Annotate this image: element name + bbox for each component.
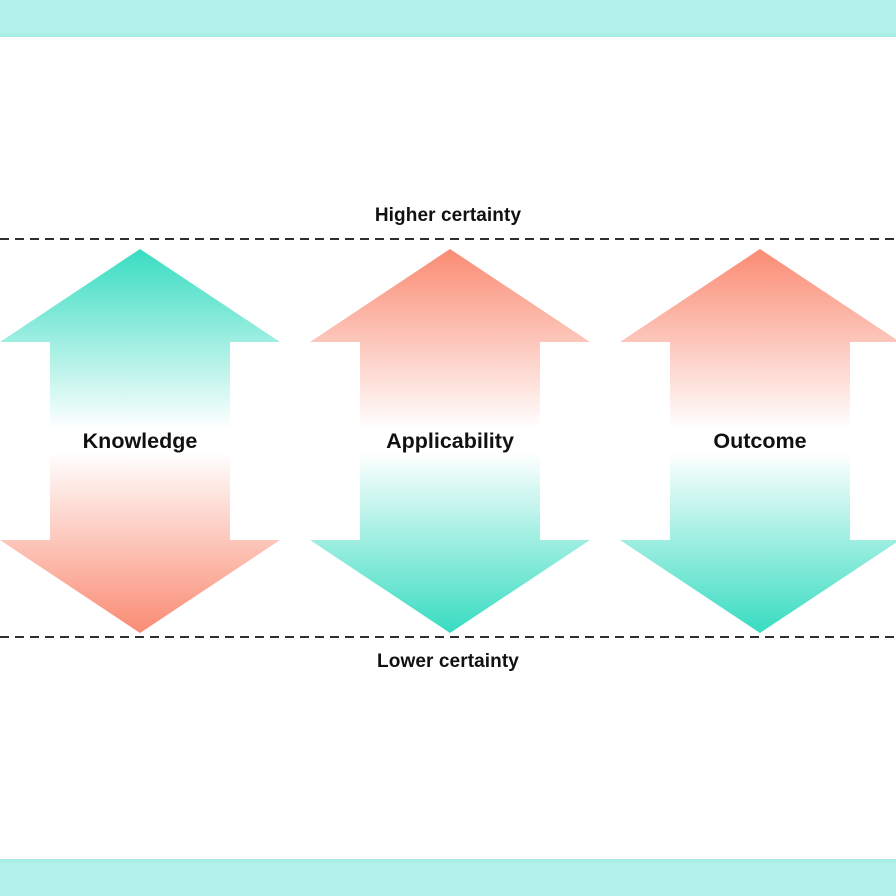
knowledge-arrow: Knowledge	[0, 249, 280, 633]
knowledge-arrow-label: Knowledge	[82, 429, 198, 453]
upper-dashed-line	[0, 238, 896, 240]
double-headed-arrow-icon	[620, 249, 896, 633]
double-headed-arrow-icon	[0, 249, 280, 633]
higher-certainty-label: Higher certainty	[374, 205, 522, 226]
bottom-accent-bar	[0, 859, 896, 896]
double-headed-arrow-icon	[310, 249, 590, 633]
outcome-arrow-label: Outcome	[713, 429, 807, 453]
outcome-arrow: Outcome	[620, 249, 896, 633]
top-accent-bar	[0, 0, 896, 37]
lower-dashed-line	[0, 636, 896, 638]
lower-certainty-label: Lower certainty	[377, 651, 519, 672]
applicability-arrow: Applicability	[310, 249, 590, 633]
applicability-arrow-label: Applicability	[386, 429, 514, 453]
